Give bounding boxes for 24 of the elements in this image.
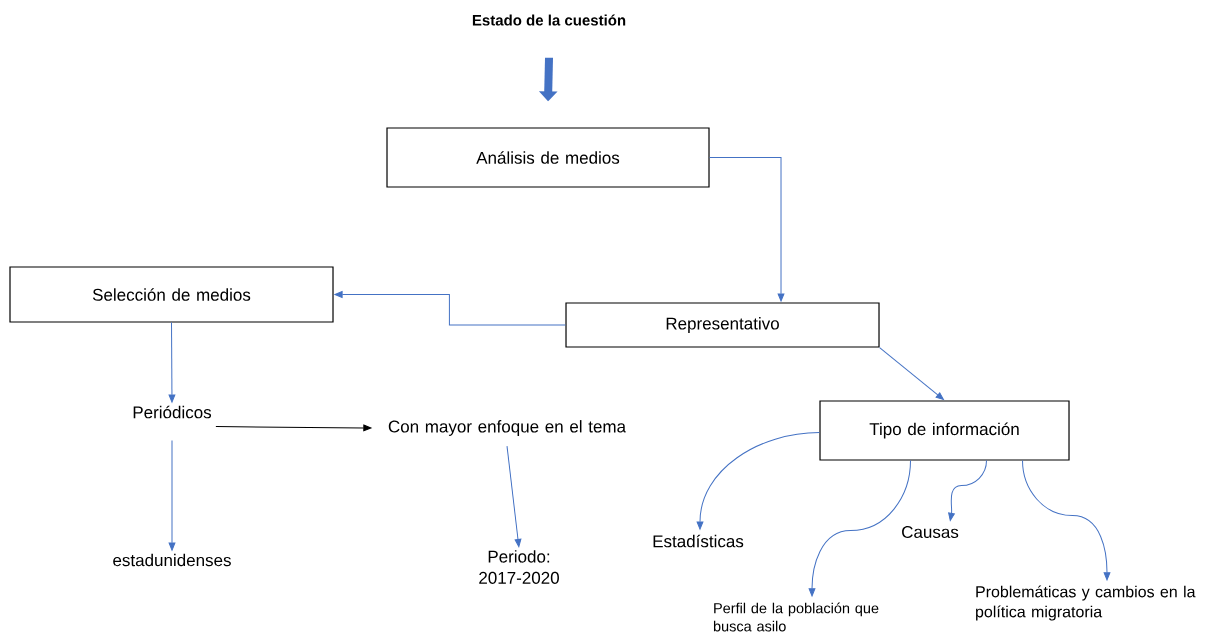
arrow	[696, 432, 820, 530]
heading-text: Estado de la cuestión	[472, 14, 626, 26]
arrow	[334, 291, 566, 326]
process-box: Análisis de medios	[386, 127, 710, 188]
text-label: Periódicos	[133, 405, 212, 419]
text-label: Con mayor enfoque en el tema	[388, 420, 627, 436]
arrow	[948, 460, 987, 521]
arrow	[709, 157, 785, 302]
arrow	[808, 460, 911, 597]
process-box: Representativo	[565, 302, 880, 348]
text-label: Periodo: 2017-2020	[479, 550, 559, 584]
text-label: Perfil de la población que busca asilo	[713, 602, 879, 632]
text-label: Estadísticas	[653, 534, 744, 548]
text-label: estadunidenses	[113, 553, 231, 567]
arrow	[215, 424, 372, 432]
text-label: Problemáticas y cambios en la política migratoria	[976, 585, 1196, 621]
arrow	[168, 322, 176, 403]
process-box: Tipo de información	[819, 400, 1070, 461]
arrow	[506, 445, 522, 548]
process-box: Selección de medios	[9, 266, 334, 323]
text-label: Causas	[902, 526, 959, 539]
arrow	[879, 347, 944, 401]
arrow	[168, 440, 176, 551]
arrow	[1022, 460, 1111, 581]
